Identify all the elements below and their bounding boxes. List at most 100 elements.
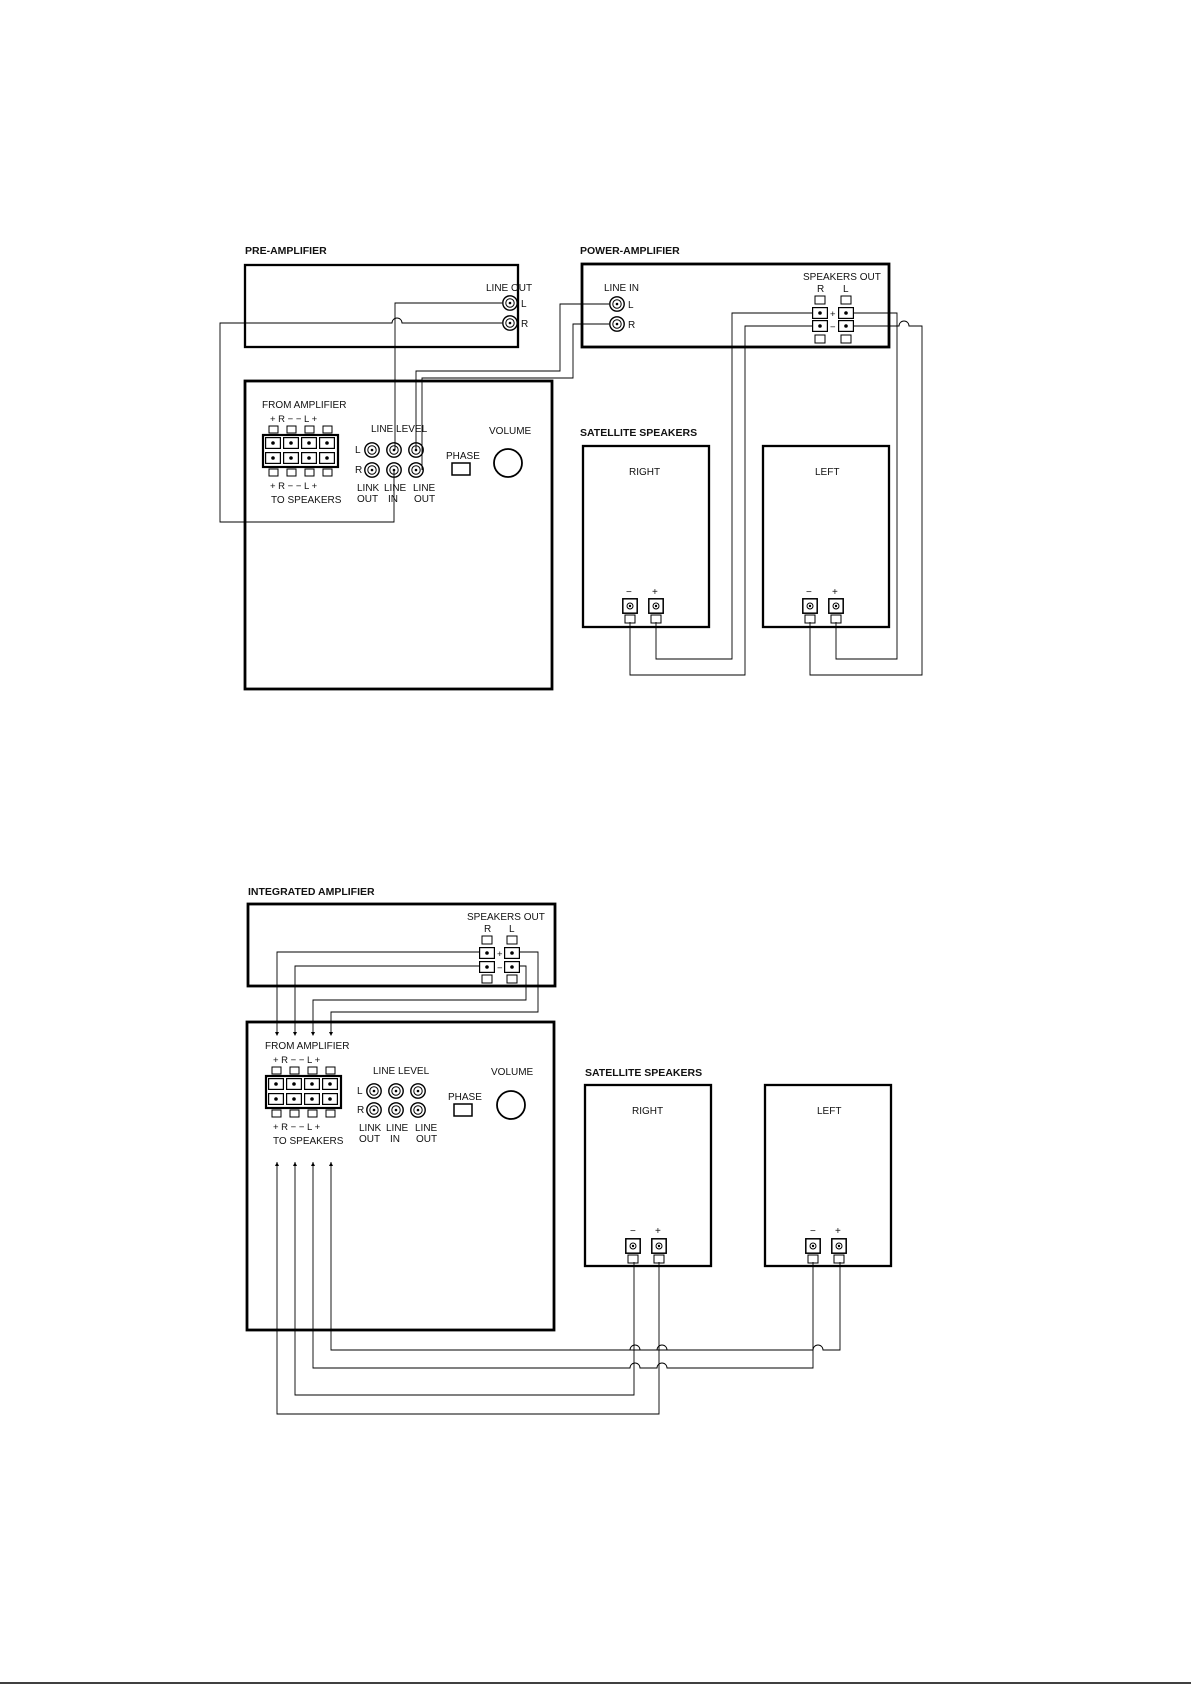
line-level-label: LINE LEVEL — [371, 424, 428, 435]
subwoofer-panel: FROM AMPLIFIER + R − − L + + R − − L + T… — [243, 379, 554, 691]
to-speakers-r-plus-terminal[interactable] — [265, 452, 281, 464]
integrated-amplifier-box — [246, 902, 557, 988]
line-out-r-jack[interactable] — [408, 462, 424, 478]
svg-text:−: − — [810, 1226, 816, 1237]
line-in-r-jack-2[interactable] — [388, 1102, 404, 1118]
to-speakers-l-minus-terminal[interactable] — [301, 452, 317, 464]
svg-text:+: + — [835, 1226, 841, 1237]
volume-label: VOLUME — [489, 426, 532, 437]
preamp-line-out-l-jack[interactable] — [502, 295, 518, 311]
from-amp-l-plus-terminal[interactable] — [319, 437, 335, 449]
line-out-out-label: OUT — [414, 494, 435, 505]
link-out-r-jack-2[interactable] — [366, 1102, 382, 1118]
from-amplifier-label: FROM AMPLIFIER — [262, 400, 346, 411]
link-out-label: OUT — [357, 494, 378, 505]
speakers-out-l-label: L — [843, 284, 849, 295]
link-out-l-jack-2[interactable] — [366, 1083, 382, 1099]
svg-text:+: + — [497, 949, 503, 960]
to-speakers-l-plus-terminal[interactable] — [319, 452, 335, 464]
from-amp-r-plus-terminal[interactable] — [265, 437, 281, 449]
from-amplifier-polarity-2: + R − − L + — [273, 1055, 321, 1066]
poweramp-r-minus-terminal[interactable] — [812, 320, 828, 332]
line-out-r-jack-2[interactable] — [410, 1102, 426, 1118]
left-speaker-minus-post-2[interactable] — [805, 1238, 821, 1254]
cable-sub-out-r-to-poweramp — [421, 323, 609, 470]
from-amplifier-polarity: + R − − L + — [270, 414, 318, 425]
line-out-line-label: LINE — [413, 483, 436, 494]
from-amp-r-plus-terminal-2[interactable] — [268, 1078, 284, 1090]
int-l-minus-terminal[interactable] — [504, 961, 520, 973]
right-speaker-plus-post-2[interactable] — [651, 1238, 667, 1254]
int-r-minus-terminal[interactable] — [479, 961, 495, 973]
cable-r-plus-to-right-speaker — [655, 312, 812, 660]
volume-knob-2[interactable] — [496, 1090, 526, 1120]
to-speakers-r-minus-terminal[interactable] — [283, 452, 299, 464]
to-speakers-label-2: TO SPEAKERS — [273, 1136, 344, 1147]
pre-amplifier: PRE-AMPLIFIER LINE OUT L R — [243, 245, 532, 349]
cable-int-l-minus-to-sub — [312, 965, 527, 1033]
link-label-2: LINK — [359, 1123, 382, 1134]
left-speaker-label-2: LEFT — [817, 1106, 841, 1117]
poweramp-l-label: L — [628, 300, 634, 311]
to-speakers-l-plus-terminal-2[interactable] — [322, 1093, 338, 1105]
cable-int-r-plus-to-sub — [276, 951, 479, 1033]
int-r-plus-terminal[interactable] — [479, 947, 495, 959]
line-in-l-jack-2[interactable] — [388, 1083, 404, 1099]
left-speaker-plus-post[interactable] — [828, 598, 844, 614]
speaker-terminal-block-2 — [264, 1066, 343, 1118]
preamp-line-out-r-jack[interactable] — [502, 315, 518, 331]
phase-switch-2[interactable] — [453, 1103, 473, 1117]
int-speakers-out-label: SPEAKERS OUT — [467, 912, 545, 923]
from-amp-l-minus-terminal[interactable] — [301, 437, 317, 449]
int-l-plus-terminal[interactable] — [504, 947, 520, 959]
line-out-l-jack-2[interactable] — [410, 1083, 426, 1099]
to-speakers-r-plus-terminal-2[interactable] — [268, 1093, 284, 1105]
line-in-line-label: LINE — [384, 483, 407, 494]
link-out-r-jack[interactable] — [364, 462, 380, 478]
cable-l-minus-to-left-speaker-2 — [312, 1162, 814, 1369]
from-amp-l-minus-terminal-2[interactable] — [304, 1078, 320, 1090]
poweramp-r-plus-terminal[interactable] — [812, 307, 828, 319]
sub-r-label: R — [355, 465, 362, 476]
right-speaker-minus-post[interactable] — [622, 598, 638, 614]
from-amp-r-minus-terminal-2[interactable] — [286, 1078, 302, 1090]
poweramp-l-minus-terminal[interactable] — [838, 320, 854, 332]
to-speakers-label: TO SPEAKERS — [271, 495, 342, 506]
right-speaker-label: RIGHT — [629, 467, 660, 478]
diagram-preamp-poweramp: PRE-AMPLIFIER LINE OUT L R POWER-AMPLIFI… — [219, 245, 923, 691]
cable-preamp-l-to-sub — [394, 302, 502, 450]
volume-knob[interactable] — [493, 448, 523, 478]
phase-switch[interactable] — [451, 462, 471, 476]
right-speaker-label-2: RIGHT — [632, 1106, 663, 1117]
from-amp-l-plus-terminal-2[interactable] — [322, 1078, 338, 1090]
poweramp-l-plus-terminal[interactable] — [838, 307, 854, 319]
cable-sub-out-l-to-poweramp — [415, 303, 609, 450]
left-speaker-plus-post-2[interactable] — [831, 1238, 847, 1254]
cable-r-minus-to-right-speaker — [629, 325, 812, 676]
line-in-line-label-2: LINE — [386, 1123, 409, 1134]
left-speaker-minus-post[interactable] — [802, 598, 818, 614]
svg-text:+: + — [655, 1226, 661, 1237]
from-amplifier-label-2: FROM AMPLIFIER — [265, 1041, 349, 1052]
power-amplifier: POWER-AMPLIFIER LINE IN L R SPEAKERS OUT… — [580, 245, 891, 349]
sub-l-label: L — [355, 445, 361, 456]
integrated-amplifier: INTEGRATED AMPLIFIER SPEAKERS OUT R L + … — [246, 886, 557, 988]
cable-l-minus-to-left-speaker — [809, 320, 923, 676]
right-speaker-minus-post-2[interactable] — [625, 1238, 641, 1254]
diagram-integrated-amplifier: INTEGRATED AMPLIFIER SPEAKERS OUT R L + … — [245, 886, 893, 1415]
subwoofer-panel-2: FROM AMPLIFIER + R − − L + + R − − L + T… — [245, 1020, 556, 1332]
to-speakers-r-minus-terminal-2[interactable] — [286, 1093, 302, 1105]
poweramp-line-in-l-jack[interactable] — [609, 296, 625, 312]
to-speakers-l-minus-terminal-2[interactable] — [304, 1093, 320, 1105]
subwoofer-box — [243, 379, 554, 691]
right-speaker-plus-post[interactable] — [648, 598, 664, 614]
link-out-l-jack[interactable] — [364, 442, 380, 458]
line-in-l-jack[interactable] — [386, 442, 402, 458]
speaker-terminal-block — [261, 425, 340, 477]
cable-r-minus-to-right-speaker-2 — [294, 1162, 635, 1396]
to-speakers-polarity-2: + R − − L + — [273, 1122, 321, 1133]
svg-text:−: − — [830, 322, 836, 333]
poweramp-line-in-r-jack[interactable] — [609, 316, 625, 332]
from-amp-r-minus-terminal[interactable] — [283, 437, 299, 449]
pre-amplifier-box — [243, 263, 520, 349]
